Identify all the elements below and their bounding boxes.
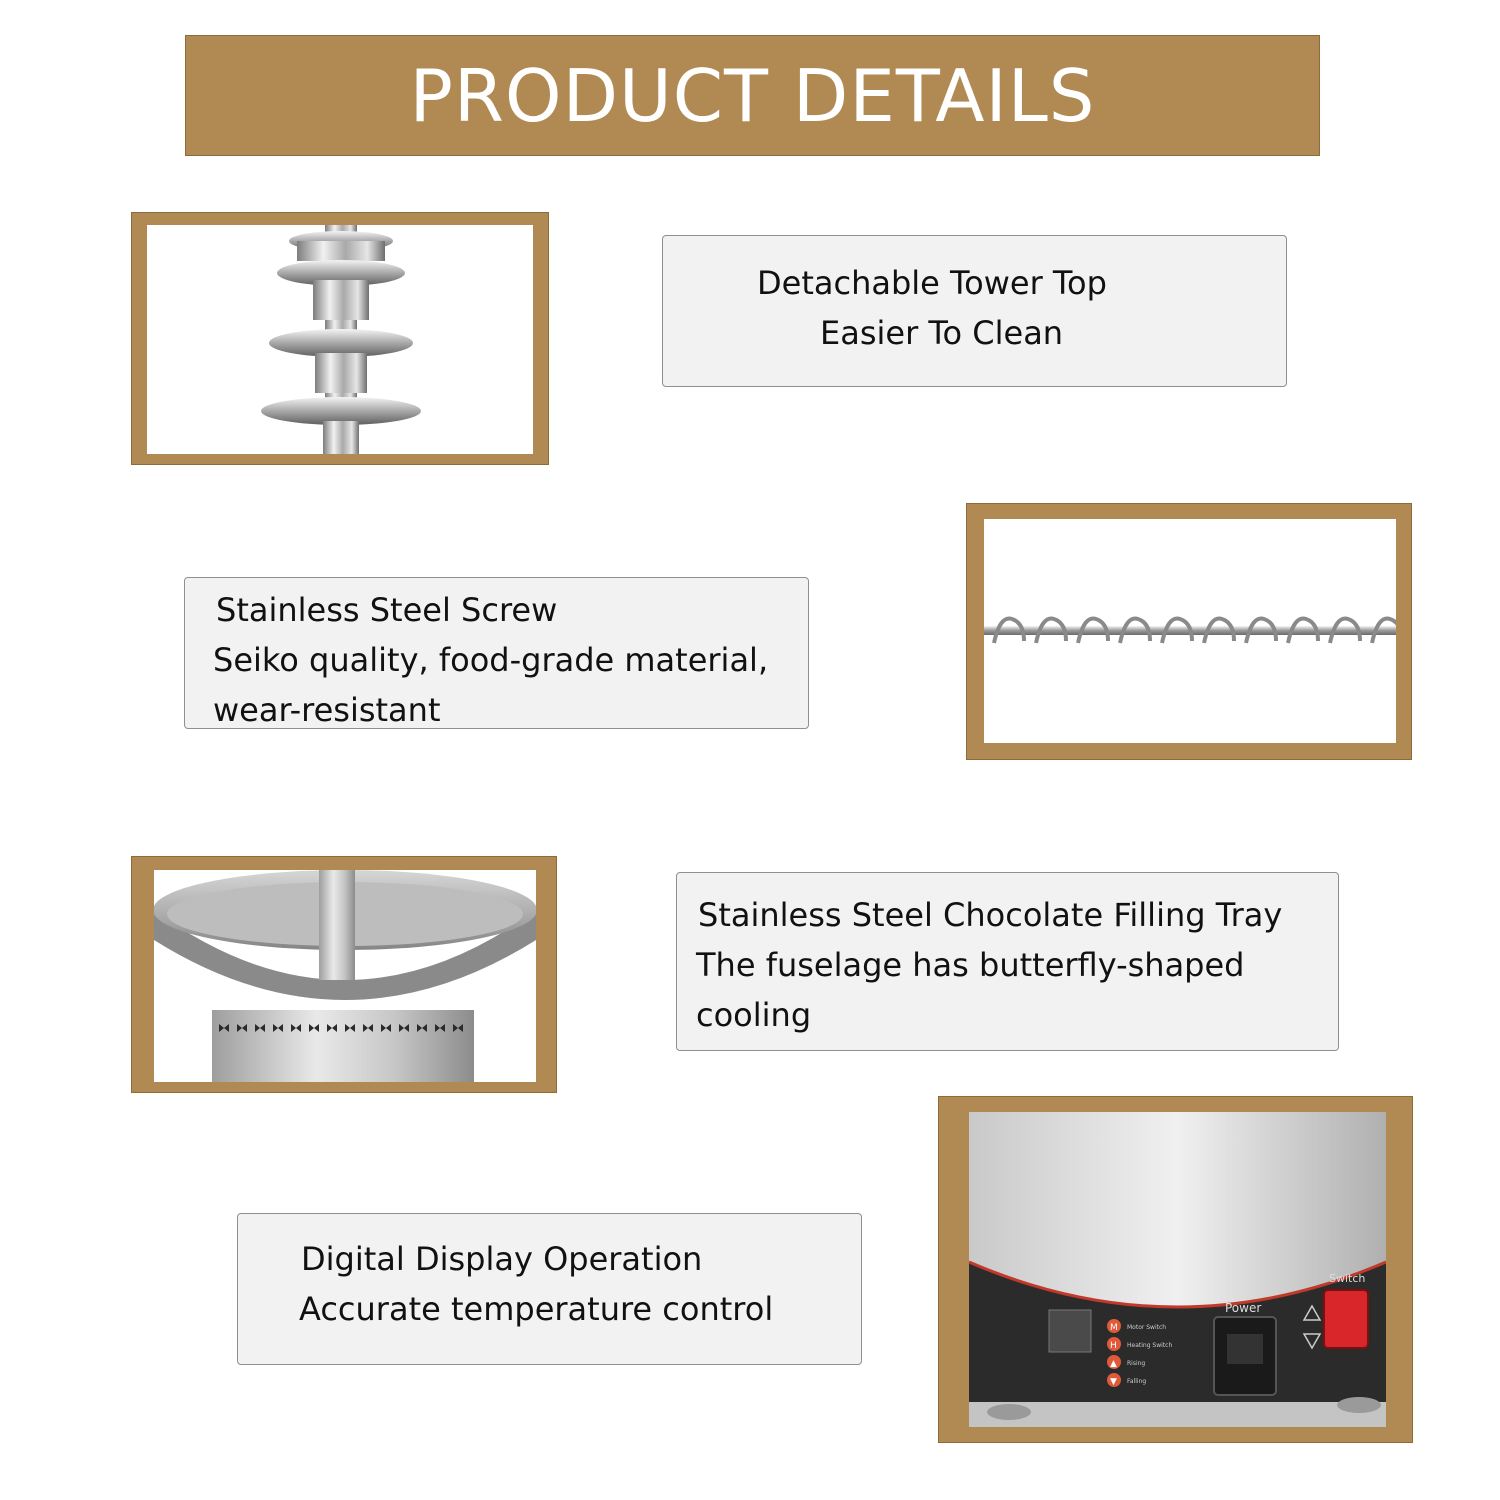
- panel-key-label: Falling: [1127, 1378, 1146, 1385]
- butterfly-cutout: [291, 1024, 301, 1032]
- feature-description: Accurate temperature control: [299, 1290, 774, 1328]
- feature-card-tower-top: Detachable Tower Top Easier To Clean: [662, 235, 1287, 387]
- butterfly-cutout: [255, 1024, 265, 1032]
- switch-label: Switch: [1329, 1272, 1365, 1285]
- screw-flight: [1034, 616, 1068, 644]
- panel-key-letter: H: [1110, 1341, 1117, 1351]
- screw-flight: [1076, 616, 1110, 644]
- feature-description: cooling: [696, 996, 812, 1034]
- tray-photo: [154, 870, 536, 1082]
- panel-key-label: Rising: [1127, 1360, 1145, 1367]
- screw-flight: [1202, 616, 1236, 644]
- screw-flight: [1118, 616, 1152, 644]
- panel-key-letter: ▼: [1110, 1377, 1117, 1387]
- screw-flight: [1370, 616, 1396, 644]
- butterfly-cutout: [219, 1024, 229, 1032]
- feature-card-screw: Stainless Steel Screw Seiko quality, foo…: [184, 577, 809, 729]
- panel-key-label: Motor Switch: [1127, 1324, 1166, 1331]
- feature-description: wear-resistant: [213, 691, 441, 729]
- butterfly-cutout: [345, 1024, 355, 1032]
- screw-flight: [992, 616, 1026, 644]
- butterfly-cutout: [273, 1024, 283, 1032]
- feature-description: Seiko quality, food-grade material,: [213, 641, 769, 679]
- panel-key-label: Heating Switch: [1127, 1342, 1172, 1349]
- butterfly-cutout: [327, 1024, 337, 1032]
- tower-top-photo-frame: [131, 212, 549, 465]
- feature-card-digital-display: Digital Display Operation Accurate tempe…: [237, 1213, 862, 1365]
- page-title: PRODUCT DETAILS: [409, 53, 1096, 138]
- panel-key: [1107, 1337, 1121, 1351]
- feature-description: The fuselage has butterfly-shaped: [696, 946, 1245, 984]
- panel-key: [1107, 1319, 1121, 1333]
- butterfly-cutout: [435, 1024, 445, 1032]
- butterfly-cutout: [399, 1024, 409, 1032]
- butterfly-cutout: [237, 1024, 247, 1032]
- butterfly-cutout: [381, 1024, 391, 1032]
- feature-card-tray: Stainless Steel Chocolate Filling Tray T…: [676, 872, 1339, 1051]
- panel-key: [1107, 1355, 1121, 1369]
- panel-key: [1107, 1373, 1121, 1387]
- butterfly-cutout: [453, 1024, 463, 1032]
- feature-description: Easier To Clean: [820, 314, 1064, 352]
- butterfly-cutout: [417, 1024, 427, 1032]
- feature-title: Detachable Tower Top: [757, 264, 1107, 302]
- screw-flight: [1286, 616, 1320, 644]
- feature-title: Stainless Steel Chocolate Filling Tray: [698, 896, 1283, 934]
- butterfly-cutout: [309, 1024, 319, 1032]
- screw-flight: [1328, 616, 1362, 644]
- screw-photo-frame: [966, 503, 1412, 760]
- panel-key-letter: M: [1110, 1323, 1118, 1333]
- screw-flight: [1160, 616, 1194, 644]
- product-details-banner: PRODUCT DETAILS: [185, 35, 1320, 156]
- power-label: Power: [1225, 1301, 1261, 1315]
- tray-photo-frame: [131, 856, 557, 1093]
- feature-title: Stainless Steel Screw: [216, 591, 558, 629]
- screw-photo: [984, 519, 1396, 743]
- feature-title: Digital Display Operation: [301, 1240, 703, 1278]
- butterfly-cutout: [363, 1024, 373, 1032]
- panel-key-letter: ▲: [1110, 1359, 1117, 1369]
- tower-top-photo: [147, 225, 533, 454]
- screw-flight: [1244, 616, 1278, 644]
